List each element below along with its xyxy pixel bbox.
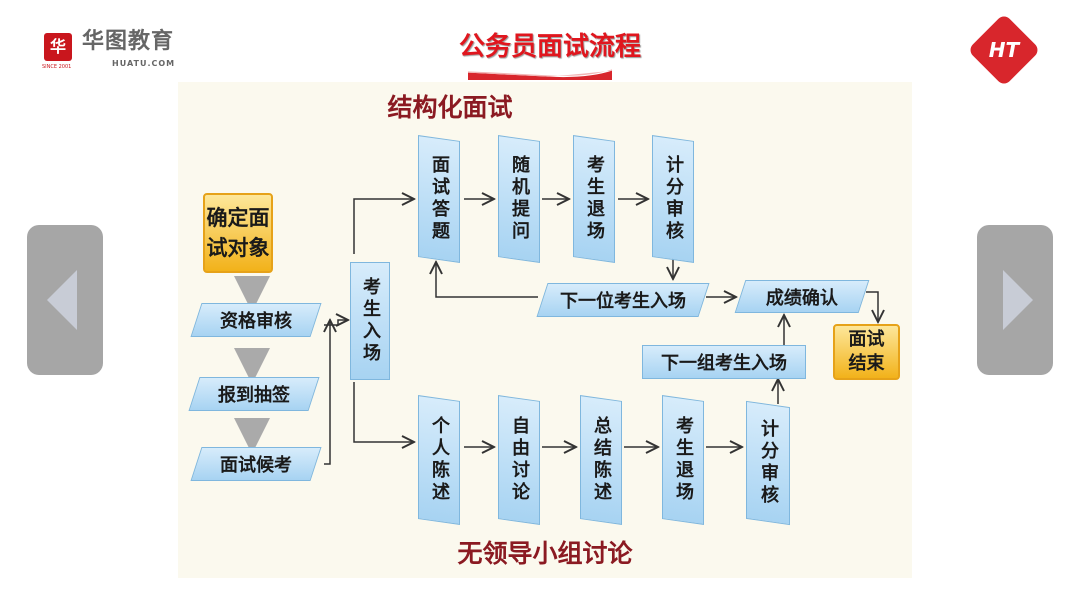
start-box: 确定面试对象 (203, 193, 273, 273)
next-group: 下一组考生入场 (642, 345, 806, 379)
qualification-review: 资格审核 (190, 303, 322, 337)
top-step-1: 面试答题 (418, 135, 460, 263)
chevron-left-icon (47, 270, 77, 330)
logo-since: SINCE 2001 (42, 64, 72, 70)
next-slide-button[interactable] (977, 225, 1053, 375)
decorative-wave (468, 69, 612, 80)
bottom-step-2: 自由讨论 (498, 395, 540, 525)
start-label: 确定面试对象 (206, 206, 270, 260)
score-confirm: 成绩确认 (734, 280, 870, 313)
logo-text: 华图教育 (82, 29, 175, 54)
logo-url: HUATU.COM (112, 59, 176, 68)
top-step-4: 计分审核 (652, 135, 694, 263)
huatu-logo-icon: 华 (44, 33, 72, 61)
bottom-step-4: 考生退场 (662, 395, 704, 525)
leaderless-group-title: 无领导小组讨论 (457, 539, 633, 568)
bottom-step-1: 个人陈述 (418, 395, 460, 525)
check-in-draw: 报到抽签 (188, 377, 320, 411)
page-title: 公务员面试流程 (458, 32, 641, 62)
candidate-enter: 考生入场 (350, 262, 390, 380)
ht-logo-text: HT (988, 38, 1020, 62)
waiting-area: 面试候考 (190, 447, 322, 481)
chevron-right-icon (1003, 270, 1033, 330)
end-box: 面试结束 (833, 324, 900, 380)
structured-interview-title: 结构化面试 (387, 93, 513, 122)
next-candidate: 下一位考生入场 (536, 283, 710, 317)
top-step-2: 随机提问 (498, 135, 540, 263)
flow-arrows (234, 82, 912, 465)
flowchart: 结构化面试 无领导小组讨论 确定面试对象 资格审核 报到抽签 面试候考 考生入场… (178, 82, 912, 578)
top-step-3: 考生退场 (573, 135, 615, 263)
bottom-step-5: 计分审核 (746, 400, 790, 526)
bottom-step-3: 总结陈述 (580, 395, 622, 525)
prev-slide-button[interactable] (27, 225, 103, 375)
